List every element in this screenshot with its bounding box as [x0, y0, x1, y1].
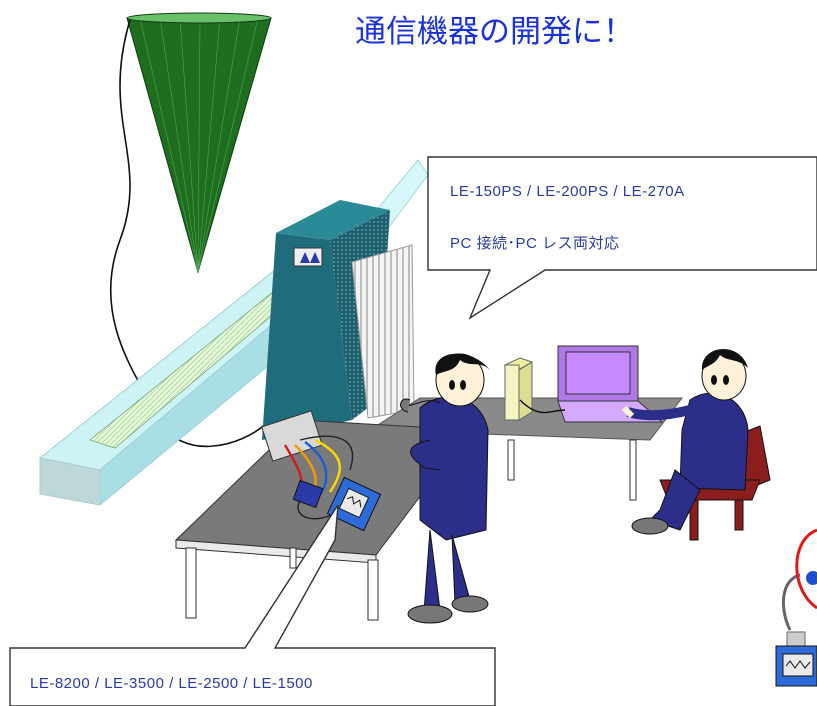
antenna-cone-icon — [126, 12, 272, 274]
product-models-top: LE-150PS / LE-200PS / LE-270A — [450, 183, 685, 200]
standing-worker-icon — [399, 353, 490, 624]
connector-block — [292, 479, 324, 509]
analyzer-device-icon — [326, 476, 382, 532]
antenna-cable — [109, 19, 271, 448]
connection-note: PC 接続･PC レス両対応 — [450, 235, 620, 252]
callout-top-bubble — [427, 156, 817, 320]
magnifier-circle-icon — [795, 528, 817, 610]
product-models-bottom: LE-8200 / LE-3500 / LE-2500 / LE-1500 — [30, 675, 313, 692]
seated-worker-icon — [621, 349, 771, 541]
callout-bottom-bubble — [9, 504, 496, 706]
rf-cables — [261, 410, 354, 496]
laptop-icon — [557, 345, 664, 423]
page-title: 通信機器の開発に！ — [355, 14, 634, 50]
tester-unit-icon — [503, 357, 534, 421]
partial-device-icon — [775, 573, 817, 687]
